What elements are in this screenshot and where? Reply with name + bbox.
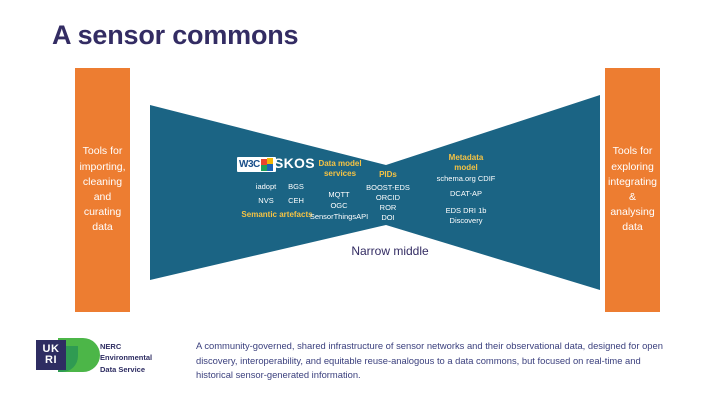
ukri-wordmark: UK RI — [36, 340, 66, 370]
pids-item-ror: ROR — [379, 203, 397, 212]
metadata-item-eds-dri-1b: EDS DRI 1b — [445, 206, 487, 215]
skos-label: SKOS — [274, 155, 315, 171]
pids-item-orcid: ORCID — [375, 193, 401, 202]
w3c-cube-icon — [260, 158, 274, 171]
pids-heading: PIDs — [379, 170, 397, 179]
left-tools-panel: Tools for importing, cleaning and curati… — [75, 68, 130, 312]
pids-item-boost-eds: BOOST-EDS — [366, 183, 410, 192]
semantic-item-iadopt: iadopt — [255, 182, 277, 191]
data-model-item-mqtt: MQTT — [328, 190, 350, 199]
description-paragraph: A community-governed, shared infrastruct… — [196, 340, 663, 381]
right-tools-panel-label: Tools for exploring integrating & analys… — [607, 145, 658, 234]
ukri-nerc-logo: UK RI — [36, 338, 100, 372]
pids-item-doi: DOI — [381, 213, 395, 222]
semantic-artefacts-heading: Semantic artefacts — [241, 210, 313, 219]
semantic-item-bgs: BGS — [288, 182, 304, 191]
data-model-services-heading: Data model services — [318, 159, 362, 179]
metadata-item-dcat-ap: DCAT-AP — [450, 189, 482, 198]
data-model-item-ogc: OGC — [330, 201, 348, 210]
left-tools-panel-label: Tools for importing, cleaning and curati… — [79, 145, 126, 234]
metadata-item-discovery: Discovery — [449, 216, 483, 225]
right-tools-panel: Tools for exploring integrating & analys… — [605, 68, 660, 312]
organisation-name: NERC Environmental Data Service — [100, 342, 153, 374]
ukri-wordmark-line2: RI — [45, 354, 57, 366]
bowtie-diagram — [150, 95, 600, 290]
metadata-model-heading: Metadata model — [448, 153, 484, 173]
semantic-item-ceh: CEH — [288, 196, 304, 205]
w3c-logo: W3C — [237, 157, 276, 172]
metadata-item-schema-org-cdif: schema.org CDIF — [436, 174, 496, 183]
semantic-item-nvs: NVS — [258, 196, 274, 205]
narrow-middle-caption: Narrow middle — [351, 244, 429, 258]
bowtie-right-wedge — [386, 95, 600, 290]
w3c-logo-text: W3C — [239, 158, 260, 170]
data-model-item-sensorthingsapi: SensorThingsAPI — [309, 212, 369, 221]
ukri-wordmark-line1: UK — [42, 343, 60, 355]
page-title: A sensor commons — [52, 20, 299, 50]
bowtie-left-wedge — [150, 105, 386, 280]
